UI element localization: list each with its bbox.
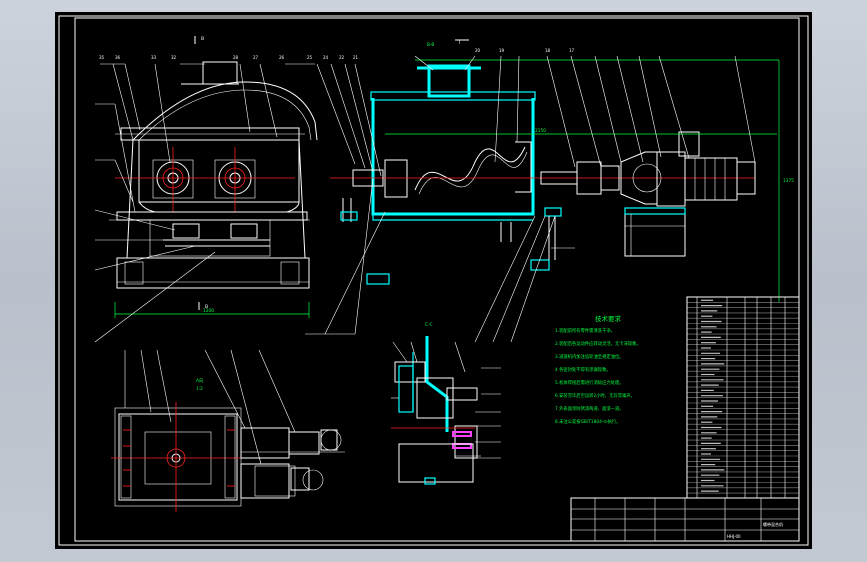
detail-label: C-C: [425, 322, 433, 328]
tech-line-6: 6.安装完毕后空运转2小时，无异常噪声。: [555, 392, 635, 399]
callout-27: 27: [253, 55, 259, 60]
tech-line-7: 7.外表面涂防锈漆两道、面漆一道。: [555, 405, 624, 412]
tech-line-8: 8.未注公差按GB/T1804-m执行。: [555, 418, 621, 425]
callout-24: 24: [323, 55, 329, 60]
cad-drawing-sheet: 1200 35 36 33 32 28 27 26 B B: [55, 12, 812, 549]
callout-26: 26: [279, 55, 285, 60]
tech-line-2: 2.装配后各运动件应转动灵活，无卡滞现象。: [555, 340, 641, 347]
tech-line-1: 1.装配前所有零件需清洗干净。: [555, 327, 615, 334]
section-marker-top: B-B: [427, 42, 434, 48]
drawing-canvas: 1200 35 36 33 32 28 27 26 B B: [58, 15, 809, 546]
top-view: A向 1:2: [111, 349, 345, 512]
callout-20: 20: [475, 48, 481, 53]
callout-32: 32: [171, 55, 177, 60]
top-view-scale: 1:2: [196, 386, 203, 392]
tech-requirements-title: 技术要求: [595, 314, 622, 323]
front-section-view: 1200: [109, 61, 318, 318]
parts-list: [686, 296, 800, 499]
title-block: 螺带混合机 HHJ-00: [570, 497, 800, 542]
left-width-dimension: 1200: [203, 308, 214, 314]
callout-28: 28: [233, 55, 239, 60]
main-length-dimension: 2150: [535, 128, 546, 134]
section-marker-right: I: [459, 40, 460, 46]
section-marker-left: B: [201, 36, 204, 42]
tech-requirements: 技术要求 1.装配前所有零件需清洗干净。 2.装配后各运动件应转动灵活，无卡滞现…: [555, 314, 641, 425]
callout-22: 22: [339, 55, 345, 60]
right-callouts: 25 24 22 21 20 19 18 17: [305, 48, 756, 343]
side-height-dimension: 1375: [783, 178, 794, 184]
callout-25: 25: [307, 55, 313, 60]
main-side-view: 2150 1375: [330, 59, 794, 302]
callout-36: 36: [115, 55, 121, 60]
tech-line-3: 3.减速机内加注齿轮油至规定油位。: [555, 353, 624, 360]
section-marker-bottom: B: [205, 304, 208, 310]
title-block-drawing-no: HHJ-00: [727, 534, 741, 539]
outer-border: [58, 15, 809, 546]
callout-19: 19: [499, 48, 505, 53]
tech-line-4: 4.各密封处不得有渗漏现象。: [555, 366, 611, 373]
callout-21: 21: [353, 55, 359, 60]
left-callouts: 35 36 33 32 28 27 26: [94, 55, 315, 343]
callout-33: 33: [151, 55, 157, 60]
tech-line-5: 5.机体焊接后需进行消除应力处理。: [555, 379, 624, 386]
drawing-frame: [74, 17, 800, 542]
top-view-label: A向: [196, 377, 203, 384]
callout-18: 18: [545, 48, 551, 53]
title-block-name: 螺带混合机: [763, 521, 783, 527]
callout-35: 35: [99, 55, 105, 60]
callout-17: 17: [569, 48, 575, 53]
detail-view: C-C: [391, 322, 501, 485]
